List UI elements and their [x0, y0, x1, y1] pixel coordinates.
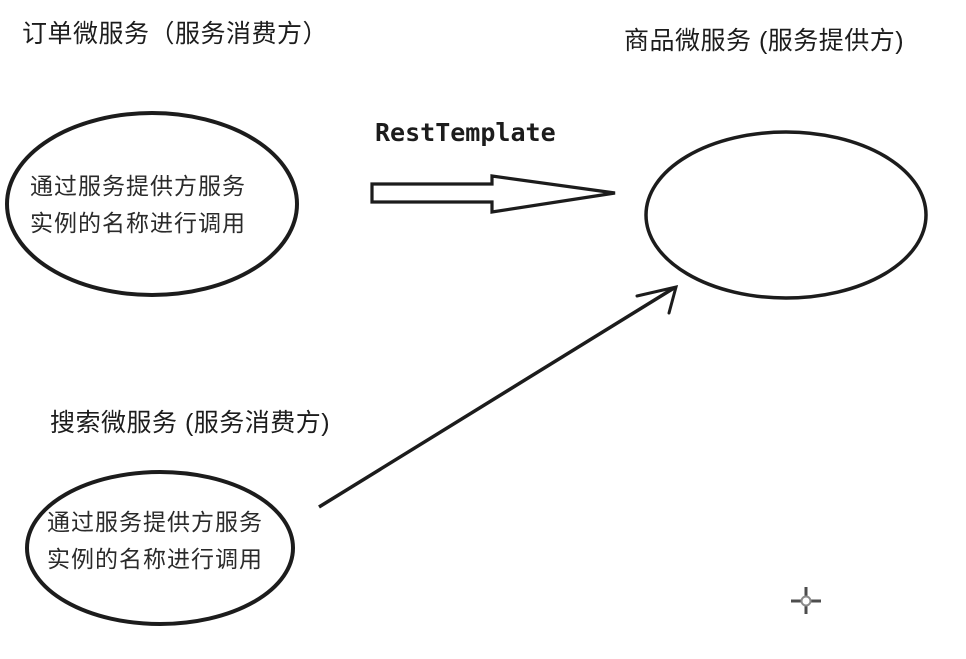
- product-service-title: 商品微服务 (服务提供方): [624, 27, 905, 55]
- crosshair-icon: [791, 587, 821, 614]
- order-service-ellipse: [5, 111, 299, 297]
- search-ellipse-text: 通过服务提供方服务 实例的名称进行调用: [47, 504, 263, 578]
- order-service-title: 订单微服务（服务消费方）: [22, 20, 329, 48]
- search-to-product-arrow: [318, 286, 675, 509]
- search-ellipse-text-line2: 实例的名称进行调用: [47, 546, 263, 572]
- resttemplate-block-arrow-icon: [370, 174, 616, 214]
- search-ellipse-text-line1: 通过服务提供方服务: [47, 509, 263, 535]
- order-ellipse-text-line2: 实例的名称进行调用: [30, 210, 246, 236]
- resttemplate-label: RestTemplate: [375, 118, 556, 147]
- search-service-title: 搜索微服务 (服务消费方): [50, 409, 331, 437]
- product-service-ellipse: [644, 130, 928, 300]
- search-service-ellipse: [25, 470, 295, 626]
- order-ellipse-text: 通过服务提供方服务 实例的名称进行调用: [30, 168, 246, 242]
- search-to-product-arrowhead-icon: [635, 284, 679, 315]
- order-ellipse-text-line1: 通过服务提供方服务: [30, 173, 246, 199]
